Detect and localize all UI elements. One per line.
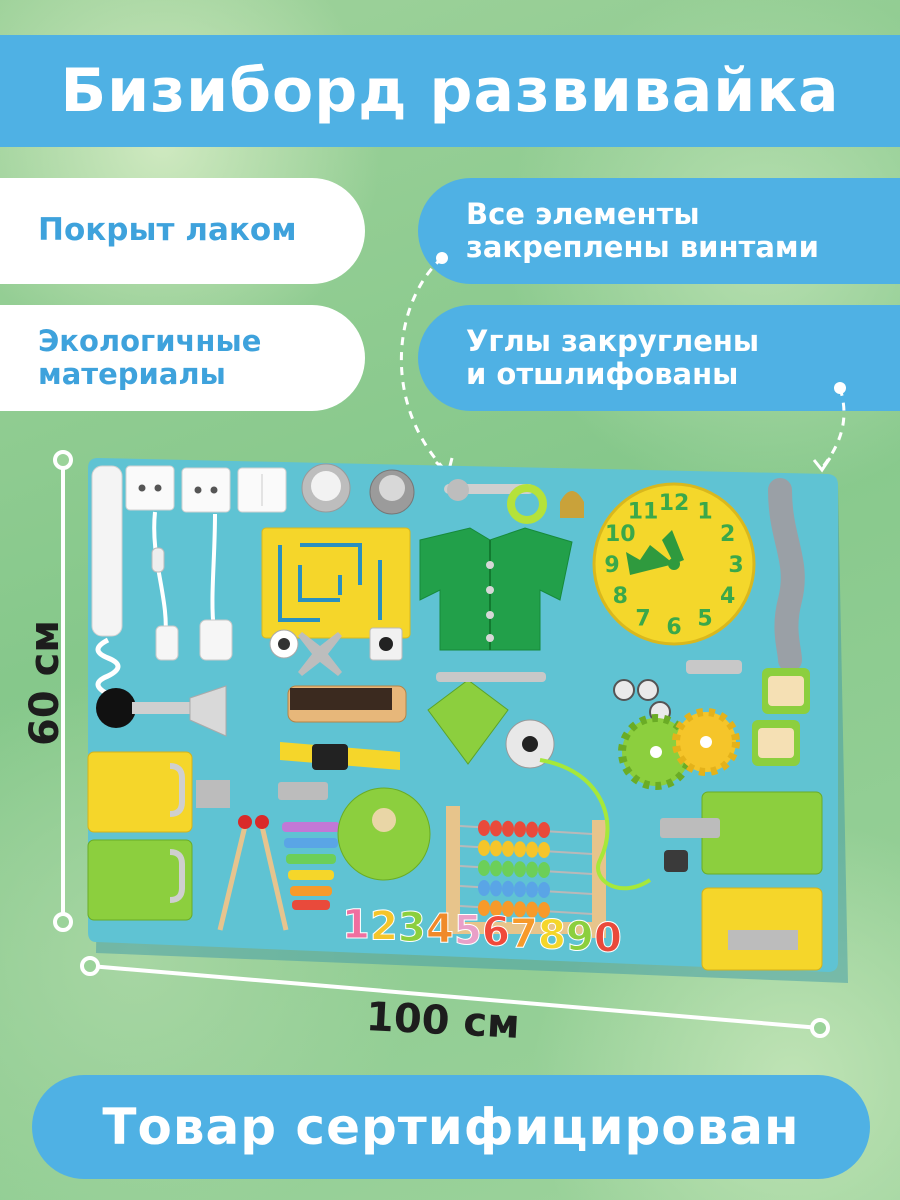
clock-number-9: 9 — [604, 553, 619, 578]
abacus-bead[interactable] — [502, 880, 514, 897]
abacus-bead[interactable] — [478, 860, 490, 876]
abacus-bead[interactable] — [502, 860, 514, 877]
certified-banner: Товар сертифицирован — [32, 1075, 870, 1179]
abacus-bead[interactable] — [490, 880, 502, 897]
abacus-bead[interactable] — [514, 841, 526, 858]
title-banner: Бизиборд развивайка — [0, 35, 900, 147]
abacus-bead[interactable] — [478, 840, 490, 856]
abacus-bead[interactable] — [538, 862, 550, 878]
abacus — [446, 806, 606, 938]
number-piece-2[interactable]: 2 — [370, 903, 399, 950]
abacus-bead[interactable] — [514, 861, 526, 878]
feature-corners-line2: и отшлифованы — [466, 357, 739, 391]
abacus-bead[interactable] — [502, 820, 514, 837]
feature-screws-line1: Все элементы — [466, 196, 700, 231]
power-sockets — [125, 465, 287, 513]
feature-varnish-text: Покрыт лаком — [38, 212, 297, 249]
number-piece-6[interactable]: 6 — [482, 909, 511, 956]
abacus-bead[interactable] — [538, 902, 550, 918]
clock-number-6: 6 — [666, 615, 681, 640]
corners-callout-dot — [834, 382, 846, 394]
dimension-lines — [61, 460, 821, 1030]
clock-number-1: 1 — [697, 499, 712, 524]
feature-eco-line2: материалы — [38, 357, 226, 391]
abacus-bead[interactable] — [502, 900, 514, 917]
number-piece-4[interactable]: 4 — [426, 906, 455, 953]
abacus-bead[interactable] — [526, 821, 538, 838]
yellow-door-2 — [701, 887, 823, 971]
intercom-handset — [91, 465, 123, 637]
height-dimension-label: 60 см — [22, 620, 68, 746]
green-door-1 — [87, 839, 193, 921]
abacus-bead[interactable] — [490, 820, 502, 837]
number-piece-8[interactable]: 8 — [538, 912, 567, 959]
feature-corners-line1: Углы закруглены — [466, 323, 760, 358]
bike-horn — [96, 688, 136, 728]
width-dimension-label: 100 см — [364, 994, 521, 1048]
abacus-bead[interactable] — [514, 881, 526, 898]
abacus-bead[interactable] — [478, 820, 490, 836]
abacus-bead[interactable] — [478, 880, 490, 896]
abacus-bead[interactable] — [526, 901, 538, 918]
abacus-bead[interactable] — [490, 840, 502, 857]
width-dimension-line — [89, 964, 821, 1030]
abacus-bead[interactable] — [514, 821, 526, 838]
abacus-bead[interactable] — [538, 822, 550, 838]
abacus-bead[interactable] — [502, 840, 514, 857]
feature-eco-badge: Экологичные материалы — [0, 305, 365, 411]
abacus-bead[interactable] — [514, 901, 526, 918]
xylophone — [282, 822, 340, 910]
abacus-bead[interactable] — [478, 900, 490, 916]
feature-screws-badge: Все элементы закреплены винтами — [418, 178, 900, 284]
clock-number-12: 12 — [659, 491, 690, 516]
feature-screws-line2: закреплены винтами — [466, 230, 819, 264]
screws-callout-dot — [436, 252, 448, 264]
certified-text: Товар сертифицирован — [102, 1098, 800, 1156]
clock-number-8: 8 — [613, 584, 628, 609]
abacus-bead[interactable] — [490, 900, 502, 917]
yellow-door-1 — [87, 751, 193, 833]
clock-number-7: 7 — [635, 607, 650, 632]
clock-number-4: 4 — [720, 584, 735, 609]
feature-eco-line1: Экологичные — [38, 323, 262, 358]
abacus-bead[interactable] — [538, 882, 550, 898]
clock-number-3: 3 — [728, 553, 743, 578]
number-piece-0[interactable]: 0 — [594, 915, 623, 962]
pipe-puzzle — [768, 478, 805, 672]
clock-number-11: 11 — [628, 499, 659, 524]
abacus-bead[interactable] — [526, 861, 538, 878]
clock-number-5: 5 — [697, 607, 712, 632]
number-piece-5[interactable]: 5 — [454, 908, 483, 955]
abacus-bead[interactable] — [526, 881, 538, 898]
abacus-bead[interactable] — [526, 841, 538, 858]
number-piece-3[interactable]: 3 — [398, 905, 427, 952]
clock-number-2: 2 — [720, 522, 735, 547]
corners-callout-arrow — [820, 387, 846, 469]
callout-arrows — [399, 256, 846, 472]
clock-number-10: 10 — [605, 522, 636, 547]
screws-callout-arrow — [399, 256, 447, 472]
feature-corners-badge: Углы закруглены и отшлифованы — [418, 305, 900, 411]
feature-varnish-badge: Покрыт лаком — [0, 178, 365, 284]
number-piece-1[interactable]: 1 — [342, 902, 371, 949]
page-title: Бизиборд развивайка — [60, 56, 840, 126]
abacus-bead[interactable] — [490, 860, 502, 877]
abacus-bead[interactable] — [538, 842, 550, 858]
jacket-buttons-panel — [419, 527, 573, 651]
number-piece-7[interactable]: 7 — [510, 911, 539, 958]
spiral-maze — [427, 679, 509, 765]
number-piece-9[interactable]: 9 — [566, 914, 595, 961]
